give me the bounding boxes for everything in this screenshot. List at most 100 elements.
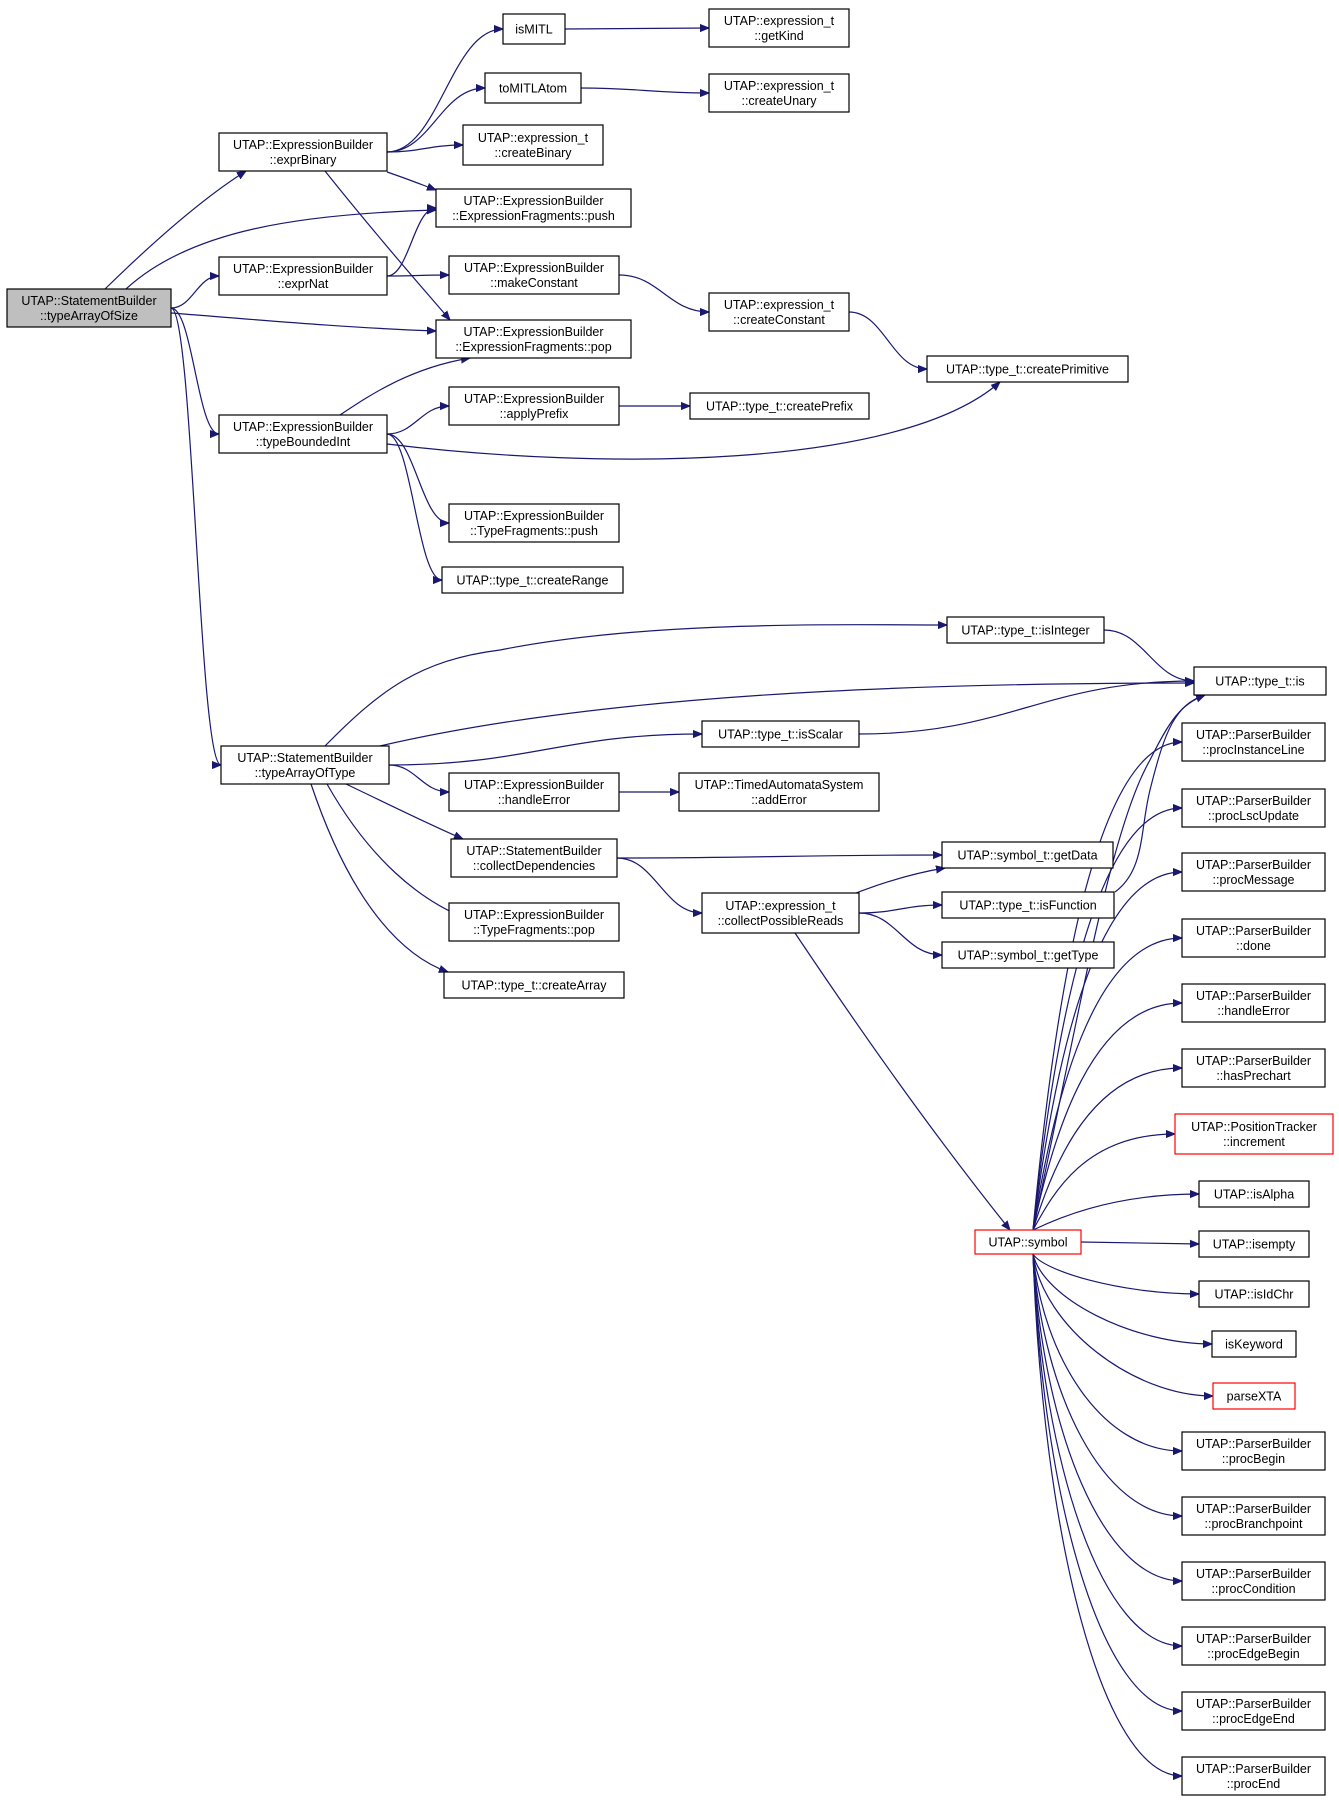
node-label: UTAP::ParserBuilder	[1196, 1437, 1311, 1451]
node-box	[678, 772, 880, 812]
node-utap-isempty[interactable]: UTAP::isempty	[1198, 1230, 1310, 1258]
node-utap-statementbuilder-collectdependencies[interactable]: UTAP::StatementBuilder::collectDependenc…	[450, 838, 618, 878]
node-label: UTAP::ExpressionBuilder	[464, 509, 604, 523]
node-box	[1212, 1382, 1296, 1410]
node-label: UTAP::type_t::isInteger	[961, 624, 1089, 638]
edge-n6-n21	[388, 734, 702, 766]
edge-arrow	[386, 171, 436, 190]
node-label: UTAP::StatementBuilder	[237, 751, 372, 765]
edge-n6-n25	[326, 783, 465, 919]
node-utap-expressionbuilder-typefragments-push[interactable]: UTAP::ExpressionBuilder::TypeFragments::…	[448, 503, 620, 543]
node-tomitlatom[interactable]: toMITLAtom	[484, 72, 582, 104]
node-utap-isidchr[interactable]: UTAP::isIdChr	[1198, 1280, 1310, 1308]
node-utap-type-t-createprefix[interactable]: UTAP::type_t::createPrefix	[689, 392, 870, 420]
node-label: ::handleError	[1217, 1004, 1289, 1018]
node-utap-isalpha[interactable]: UTAP::isAlpha	[1198, 1180, 1310, 1208]
node-utap-parserbuilder-procbegin[interactable]: UTAP::ParserBuilder::procBegin	[1181, 1431, 1326, 1471]
node-label: isMITL	[515, 23, 553, 37]
node-utap-expressionbuilder-typefragments-pop[interactable]: UTAP::ExpressionBuilder::TypeFragments::…	[448, 902, 620, 942]
node-utap-expression-t-createconstant[interactable]: UTAP::expression_t::createConstant	[708, 292, 850, 332]
node-label: UTAP::ExpressionBuilder	[464, 261, 604, 275]
node-utap-expression-t-createbinary[interactable]: UTAP::expression_t::createBinary	[462, 124, 604, 166]
node-utap-expressionbuilder-expressionfragments-push[interactable]: UTAP::ExpressionBuilder::ExpressionFragm…	[435, 188, 632, 228]
node-box	[502, 13, 566, 45]
node-label: UTAP::type_t::createPrefix	[706, 400, 854, 414]
edge-arrow	[1032, 1068, 1182, 1231]
node-utap-parserbuilder-proclscupdate[interactable]: UTAP::ParserBuilder::procLscUpdate	[1181, 788, 1326, 828]
node-utap-timedautomatasystem-adderror[interactable]: UTAP::TimedAutomataSystem::addError	[678, 772, 880, 812]
node-utap-type-t-createrange[interactable]: UTAP::type_t::createRange	[441, 566, 624, 594]
edge-n31-n36	[1032, 1003, 1182, 1231]
node-label: ::procBranchpoint	[1205, 1517, 1304, 1531]
node-utap-expressionbuilder-exprnat[interactable]: UTAP::ExpressionBuilder::exprNat	[218, 256, 388, 296]
node-label: UTAP::expression_t	[724, 298, 835, 312]
edge-arrow	[170, 307, 222, 765]
node-label: UTAP::ExpressionBuilder	[463, 194, 603, 208]
edge-arrow	[170, 307, 220, 434]
edge-arrow	[386, 433, 443, 580]
node-utap-expressionbuilder-makeconstant[interactable]: UTAP::ExpressionBuilder::makeConstant	[448, 255, 620, 295]
edge-n31-n45	[1032, 1253, 1182, 1516]
node-label: UTAP::type_t::createPrimitive	[946, 363, 1109, 377]
node-box	[1181, 1626, 1326, 1666]
edge-arrow	[388, 764, 449, 792]
edge-arrow	[1032, 1253, 1182, 1776]
node-utap-expressionbuilder-expressionfragments-pop[interactable]: UTAP::ExpressionBuilder::ExpressionFragm…	[435, 319, 632, 359]
node-utap-parserbuilder-handleerror[interactable]: UTAP::ParserBuilder::handleError	[1181, 983, 1326, 1023]
edge-n24-n27	[616, 855, 942, 858]
node-utap-expression-t-createunary[interactable]: UTAP::expression_t::createUnary	[708, 73, 850, 113]
node-utap-expressionbuilder-handleerror[interactable]: UTAP::ExpressionBuilder::handleError	[448, 772, 620, 812]
edge-arrow	[339, 358, 470, 416]
node-utap-parserbuilder-procedgeend[interactable]: UTAP::ParserBuilder::procEdgeEnd	[1181, 1691, 1326, 1731]
edge-arrow	[1032, 1253, 1182, 1711]
node-utap-parserbuilder-procend[interactable]: UTAP::ParserBuilder::procEnd	[1181, 1756, 1326, 1796]
node-parsexta[interactable]: parseXTA	[1212, 1382, 1296, 1410]
edge-n31-n39	[1032, 1194, 1199, 1231]
node-utap-type-t-createarray[interactable]: UTAP::type_t::createArray	[443, 971, 625, 999]
node-box	[443, 971, 625, 999]
node-utap-expression-t-getkind[interactable]: UTAP::expression_t::getKind	[708, 8, 850, 48]
node-label: ::createBinary	[494, 146, 572, 160]
edge-n28-n27	[855, 868, 945, 894]
edge-n28-n30	[858, 912, 942, 955]
node-utap-type-t-isscalar[interactable]: UTAP::type_t::isScalar	[701, 720, 860, 748]
node-box	[1181, 852, 1326, 892]
node-utap-parserbuilder-proccondition[interactable]: UTAP::ParserBuilder::procCondition	[1181, 1561, 1326, 1601]
node-label: ::applyPrefix	[500, 407, 570, 421]
node-utap-parserbuilder-procmessage[interactable]: UTAP::ParserBuilder::procMessage	[1181, 852, 1326, 892]
node-utap-expressionbuilder-exprbinary[interactable]: UTAP::ExpressionBuilder::exprBinary	[218, 132, 388, 172]
node-utap-type-t-isinteger[interactable]: UTAP::type_t::isInteger	[946, 616, 1105, 644]
node-label: UTAP::type_t::createRange	[457, 574, 609, 588]
node-utap-symbol-t-gettype[interactable]: UTAP::symbol_t::getType	[941, 941, 1115, 969]
node-utap-parserbuilder-done[interactable]: UTAP::ParserBuilder::done	[1181, 918, 1326, 958]
node-utap-type-t-createprimitive[interactable]: UTAP::type_t::createPrimitive	[926, 355, 1129, 383]
node-utap-parserbuilder-hasprechart[interactable]: UTAP::ParserBuilder::hasPrechart	[1181, 1048, 1326, 1088]
node-iskeyword[interactable]: isKeyword	[1211, 1330, 1297, 1358]
edge-n28-n31	[794, 932, 1010, 1230]
edge-arrow	[858, 905, 942, 914]
node-utap-statementbuilder-typearrayoftype[interactable]: UTAP::StatementBuilder::typeArrayOfType	[220, 745, 390, 785]
node-label: UTAP::expression_t	[724, 79, 835, 93]
node-label: UTAP::StatementBuilder	[21, 294, 156, 308]
node-box	[701, 892, 860, 934]
edge-n12-n13	[618, 274, 709, 312]
edge-arrow	[1103, 629, 1194, 681]
node-utap-parserbuilder-procinstanceline[interactable]: UTAP::ParserBuilder::procInstanceLine	[1181, 722, 1326, 762]
node-utap-type-t-isfunction[interactable]: UTAP::type_t::isFunction	[941, 891, 1115, 919]
node-box	[1181, 1048, 1326, 1088]
node-utap-statementbuilder-typearrayofsize[interactable]: UTAP::StatementBuilder::typeArrayOfSize	[6, 288, 172, 328]
node-utap-expressionbuilder-typeboundedint[interactable]: UTAP::ExpressionBuilder::typeBoundedInt	[218, 414, 388, 454]
node-utap-parserbuilder-procedgebegin[interactable]: UTAP::ParserBuilder::procEdgeBegin	[1181, 1626, 1326, 1666]
node-utap-symbol[interactable]: UTAP::symbol	[974, 1229, 1082, 1255]
edge-arrow	[1032, 1253, 1182, 1581]
node-utap-parserbuilder-procbranchpoint[interactable]: UTAP::ParserBuilder::procBranchpoint	[1181, 1496, 1326, 1536]
node-utap-positiontracker-increment[interactable]: UTAP::PositionTracker::increment	[1174, 1113, 1334, 1155]
node-utap-symbol-t-getdata[interactable]: UTAP::symbol_t::getData	[941, 841, 1114, 869]
node-utap-type-t-is[interactable]: UTAP::type_t::is	[1193, 666, 1327, 696]
node-label: UTAP::ParserBuilder	[1196, 794, 1311, 808]
node-box	[708, 292, 850, 332]
node-utap-expression-t-collectpossiblereads[interactable]: UTAP::expression_t::collectPossibleReads	[701, 892, 860, 934]
node-utap-expressionbuilder-applyprefix[interactable]: UTAP::ExpressionBuilder::applyPrefix	[448, 386, 620, 426]
node-ismitl[interactable]: isMITL	[502, 13, 566, 45]
